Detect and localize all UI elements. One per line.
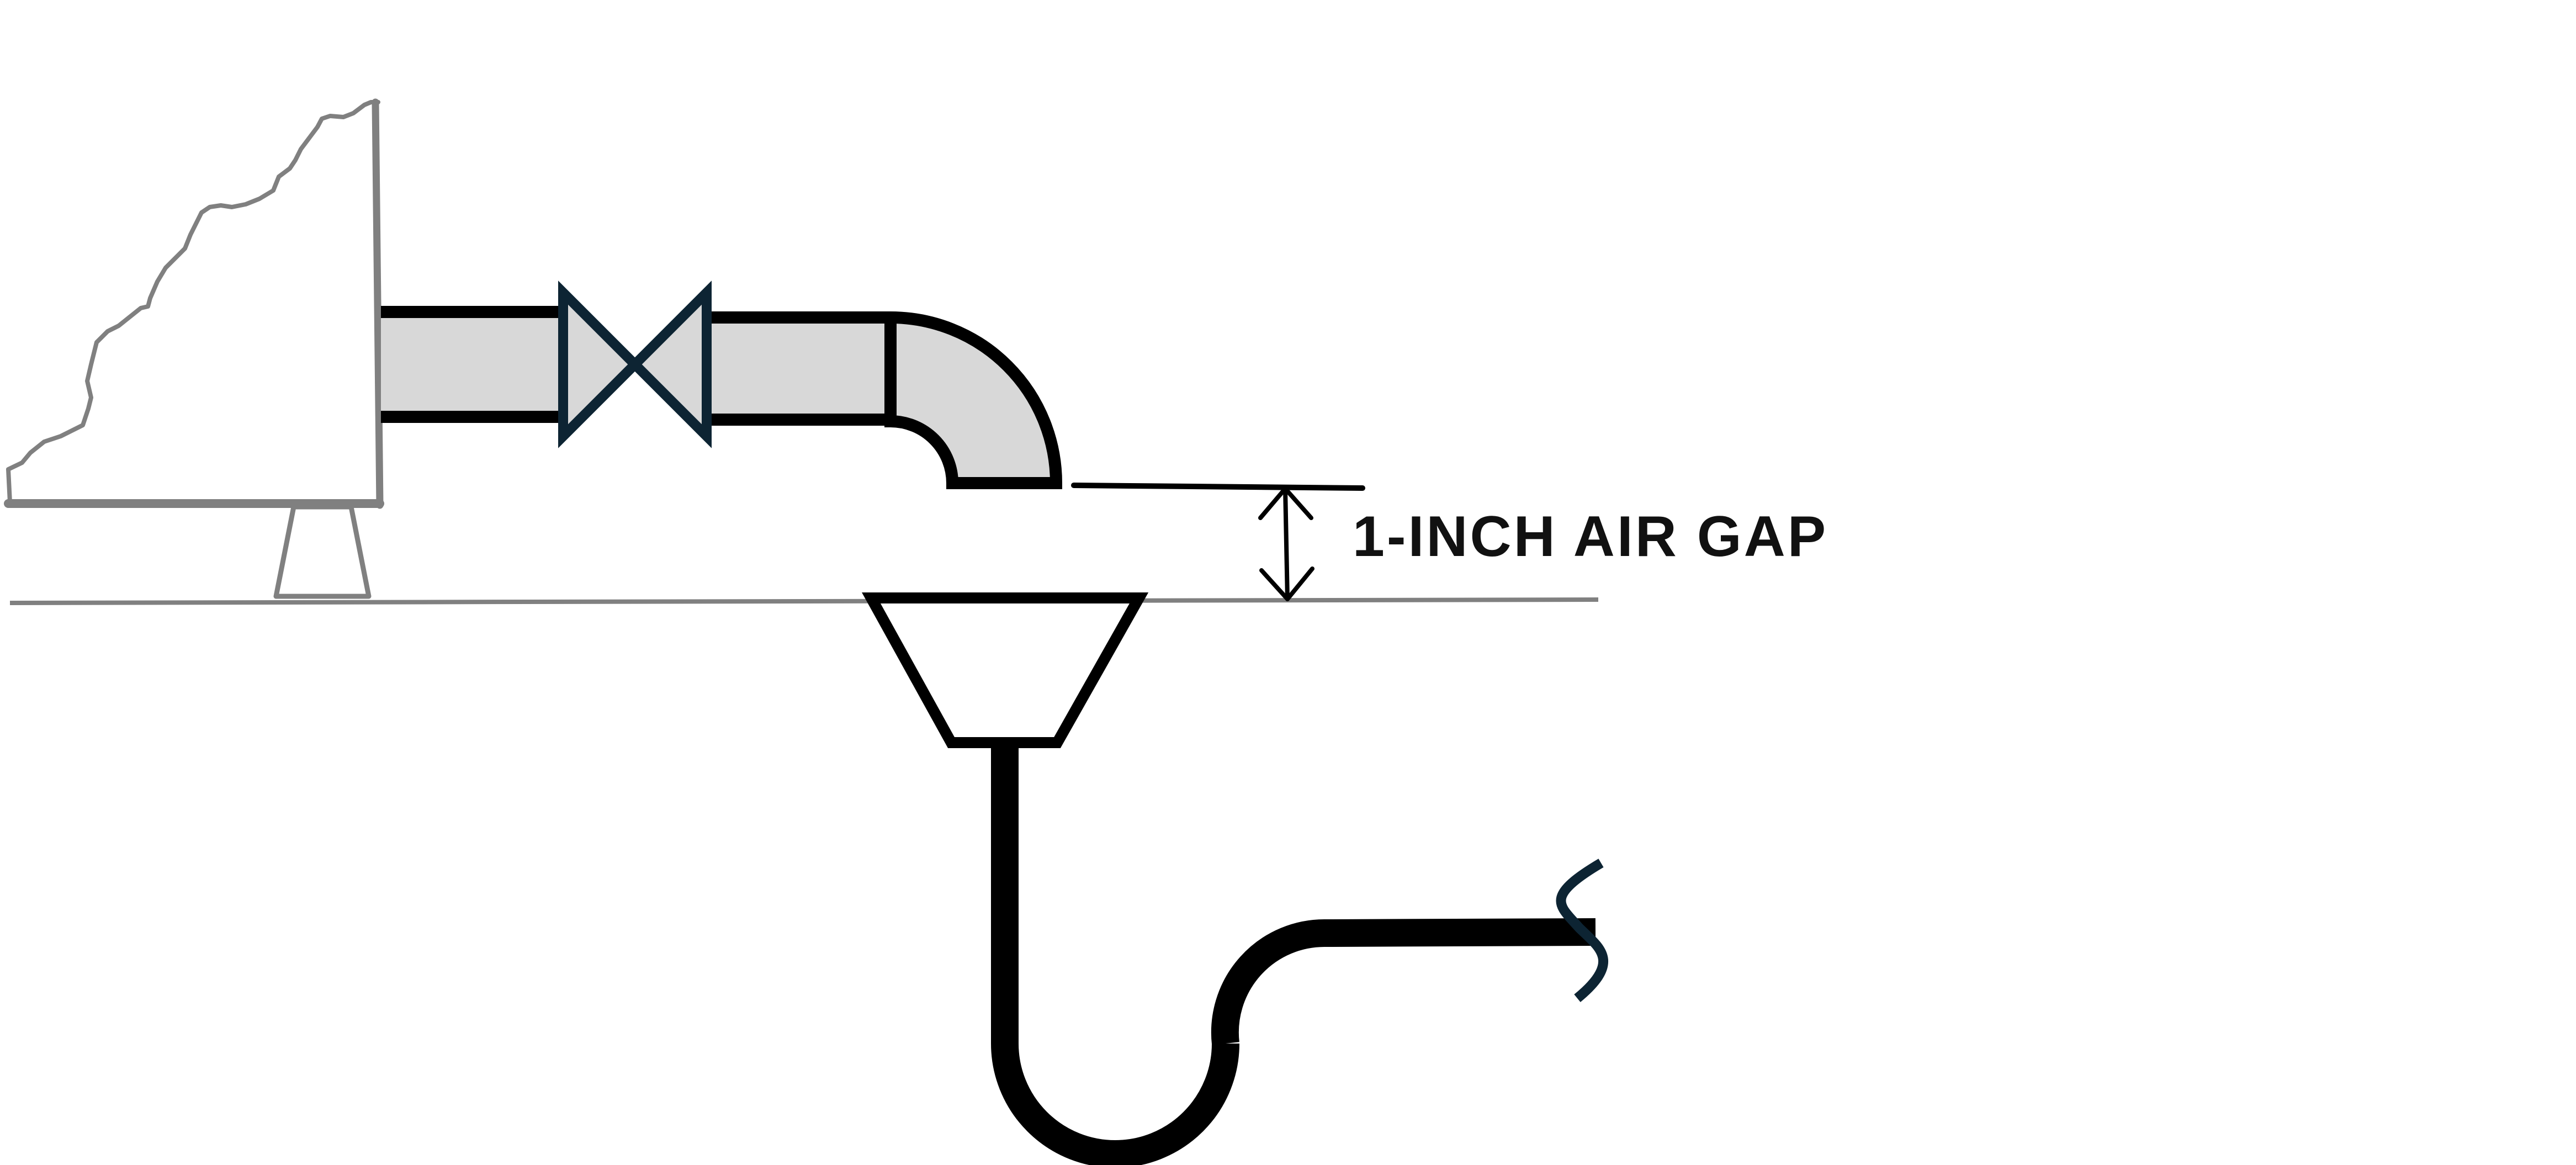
equipment-broken-outline [6,100,380,505]
pipe-elbow [884,311,1063,489]
bowtie-valve-icon [558,280,712,448]
p-trap-bend [991,1043,1239,1165]
discharge-pipe [381,306,891,426]
dimension-line [1283,486,1290,601]
air-gap-dimension [1071,483,1365,601]
drain-funnel [862,592,1149,748]
elbow-body [884,311,1063,489]
equipment-stand [273,504,372,599]
equipment-unit [4,98,384,599]
air-gap-label: 1-INCH AIR GAP [1353,505,1828,569]
arrow-down-icon [1259,566,1314,601]
equipment-back-wall [372,98,384,509]
pipe-outlet-reference-line [1071,483,1365,491]
trap-arm [1211,918,1596,1045]
break-symbol-icon [1556,859,1608,1002]
arrow-up-icon [1258,486,1313,520]
drain-trap [991,743,1596,1165]
pipe-segment-left [381,312,563,417]
pipe-segment-right [706,317,891,420]
floor-line [9,597,1599,605]
